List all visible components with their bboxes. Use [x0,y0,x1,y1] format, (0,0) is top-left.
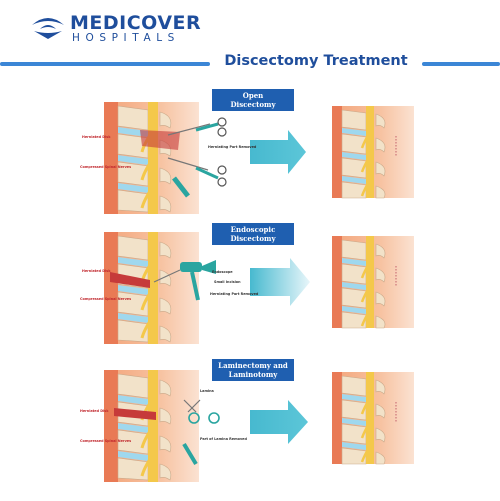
herniated-disk-highlight [114,408,156,420]
logo-mark-icon [32,18,64,39]
arrow-icon [250,130,306,174]
logo-subname: HOSPITALS [72,32,180,44]
annotation: Endoscope [212,270,233,274]
scissors-icon [183,399,220,424]
annotation: Herniating Part Removed [210,292,259,296]
arrow-icon [250,400,308,444]
title-rule-right [422,62,500,66]
medicover-logo: MEDICOVER HOSPITALS [30,10,202,44]
herniated-disk-highlight [110,272,150,288]
spine-before-open [102,100,201,216]
annotation: Compressed Spinal Nerves [80,165,131,169]
spine-after-open [330,104,416,200]
logo-name: MEDICOVER [70,12,202,34]
annotation: Herniated Disk [80,409,109,413]
annotation: Herniated Disk [82,135,111,139]
arrow-icon [250,258,310,306]
title-rule-left [0,62,210,66]
procedure-label-laminectomy: Laminectomy and Laminotomy [212,359,294,381]
spine-before-laminectomy [102,368,201,484]
page-title: Discectomy Treatment [224,53,408,69]
annotation: Small Incision [214,280,241,284]
spine-after-endoscopic [330,234,416,330]
annotation: Herniating Part Removed [208,145,257,149]
retractor-icon [195,117,227,187]
instrument-icon [172,176,190,198]
annotation: Part of Lamina Removed [200,437,247,441]
annotation: Compressed Spinal Nerves [80,439,131,443]
endoscope-icon [153,260,216,301]
spine-before-endoscopic [102,230,201,346]
annotation: Lamina [200,389,215,393]
procedure-label-open: Open Discectomy [212,89,294,111]
annotation: Herniated Disk [82,269,111,273]
annotation: Compressed Spinal Nerves [80,297,131,301]
instrument-icon [182,442,198,466]
spine-after-laminectomy [330,370,416,466]
procedure-label-endoscopic: Endoscopic Discectomy [212,223,294,245]
